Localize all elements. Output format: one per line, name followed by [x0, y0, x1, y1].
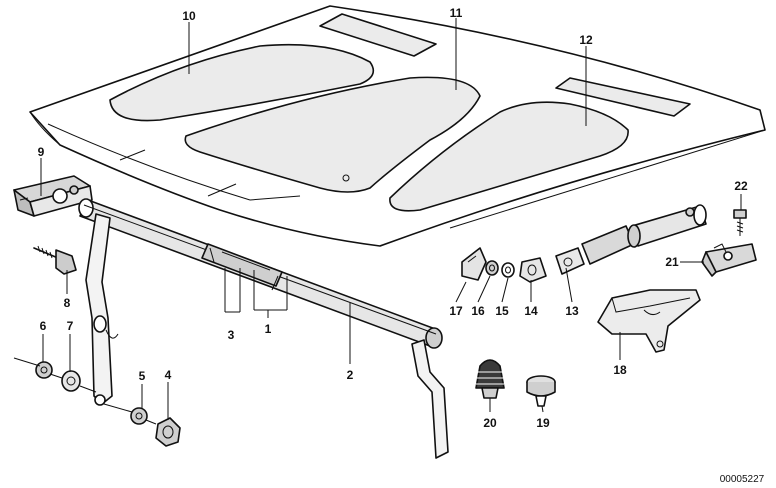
- callout-2: 2: [347, 368, 354, 382]
- callout-15: 15: [495, 304, 509, 318]
- nut-4: [155, 417, 181, 447]
- callout-7: 7: [67, 319, 74, 333]
- washer-6: [35, 361, 53, 379]
- link-arm: [85, 213, 119, 406]
- rubber-buffer-20: [475, 359, 505, 399]
- callout-6: 6: [40, 319, 47, 333]
- support-rod: [78, 198, 443, 349]
- bracket-18: [597, 289, 701, 353]
- callout-21: 21: [665, 255, 679, 269]
- washer-5: [130, 407, 148, 425]
- drawing-code: 00005227: [720, 474, 765, 485]
- callout-3: 3: [228, 328, 235, 342]
- leader-lines: [40, 18, 742, 420]
- callout-1: 1: [265, 322, 272, 336]
- bolt: [33, 245, 77, 275]
- bracket-21: [701, 243, 757, 277]
- washer-15: [501, 262, 515, 278]
- callout-18: 18: [613, 363, 627, 377]
- callout-17: 17: [449, 304, 463, 318]
- callout-12: 12: [579, 33, 593, 47]
- washer-16: [485, 260, 499, 276]
- bolt-22: [733, 209, 747, 236]
- strut-arm: [411, 339, 449, 459]
- insulation-pad-right: [389, 101, 629, 212]
- callout-14: 14: [524, 304, 538, 318]
- washer-7: [61, 370, 81, 392]
- callout-10: 10: [182, 9, 196, 23]
- callout-13: 13: [565, 304, 579, 318]
- callout-4: 4: [165, 368, 172, 382]
- hinge-bracket: [13, 175, 93, 217]
- callout-20: 20: [483, 416, 497, 430]
- bushing-14: [519, 257, 547, 283]
- hood-panel: [29, 5, 766, 247]
- callout-16: 16: [471, 304, 485, 318]
- callout-9: 9: [38, 145, 45, 159]
- callout-22: 22: [734, 179, 748, 193]
- clip-17: [461, 247, 487, 281]
- callout-labels: 1 2 3 4 5 6 7 8 9 10 11 12 13 14 15 16 1…: [38, 6, 765, 485]
- insulation-pad-left: [109, 43, 375, 122]
- callout-8: 8: [64, 296, 71, 310]
- callout-11: 11: [450, 6, 463, 20]
- callout-5: 5: [139, 369, 146, 383]
- callout-19: 19: [536, 416, 550, 430]
- rubber-buffer-19: [526, 375, 556, 407]
- insulation-pad-center: [184, 76, 481, 193]
- gas-strut: [555, 204, 707, 275]
